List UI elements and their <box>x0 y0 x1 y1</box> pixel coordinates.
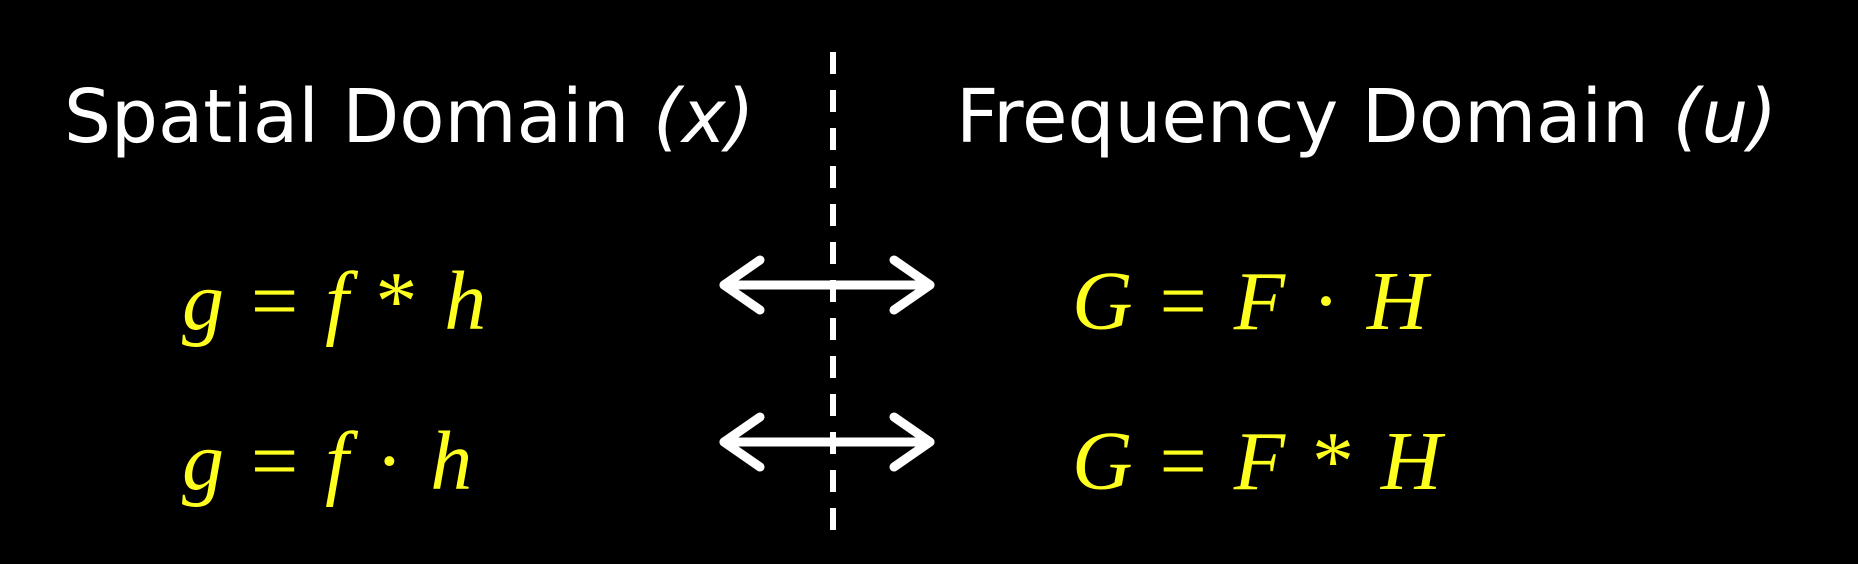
frequency-domain-heading: Frequency Domain (u) <box>956 72 1777 162</box>
equation-operand-b: H <box>1380 415 1442 508</box>
frequency-convolution-equation: G = F * H <box>1072 412 1442 512</box>
convolution-operator: * <box>1311 415 1354 508</box>
equation-lhs: g <box>182 255 224 348</box>
frequency-domain-label: Frequency Domain <box>956 74 1673 160</box>
spatial-domain-label: Spatial Domain <box>64 74 653 160</box>
spatial-domain-heading: Spatial Domain (x) <box>64 72 755 162</box>
equation-lhs: G <box>1072 255 1133 348</box>
double-headed-arrow-icon <box>719 255 935 315</box>
equals-sign: = <box>1159 415 1207 508</box>
equals-sign: = <box>250 255 299 348</box>
equation-operand-b: h <box>444 255 487 348</box>
spatial-product-equation: g = f · h <box>182 412 472 512</box>
spatial-domain-variable: (x) <box>652 74 755 160</box>
equation-lhs: G <box>1072 415 1133 508</box>
spatial-convolution-equation: g = f * h <box>182 252 486 352</box>
equation-operand-a: f <box>325 255 349 348</box>
multiplication-operator: · <box>1311 255 1340 348</box>
double-headed-arrow-icon <box>719 412 935 472</box>
equation-operand-a: F <box>1233 415 1286 508</box>
frequency-product-equation: G = F · H <box>1072 252 1428 352</box>
dashed-divider <box>830 52 836 532</box>
equation-operand-a: F <box>1233 255 1286 348</box>
frequency-domain-variable: (u) <box>1672 74 1778 160</box>
equation-operand-a: f <box>325 415 349 508</box>
equals-sign: = <box>250 415 299 508</box>
convolution-operator: * <box>375 255 418 348</box>
equation-lhs: g <box>182 415 224 508</box>
multiplication-operator: · <box>375 415 404 508</box>
equation-operand-b: h <box>430 415 473 508</box>
equation-operand-b: H <box>1366 255 1428 348</box>
equals-sign: = <box>1159 255 1207 348</box>
